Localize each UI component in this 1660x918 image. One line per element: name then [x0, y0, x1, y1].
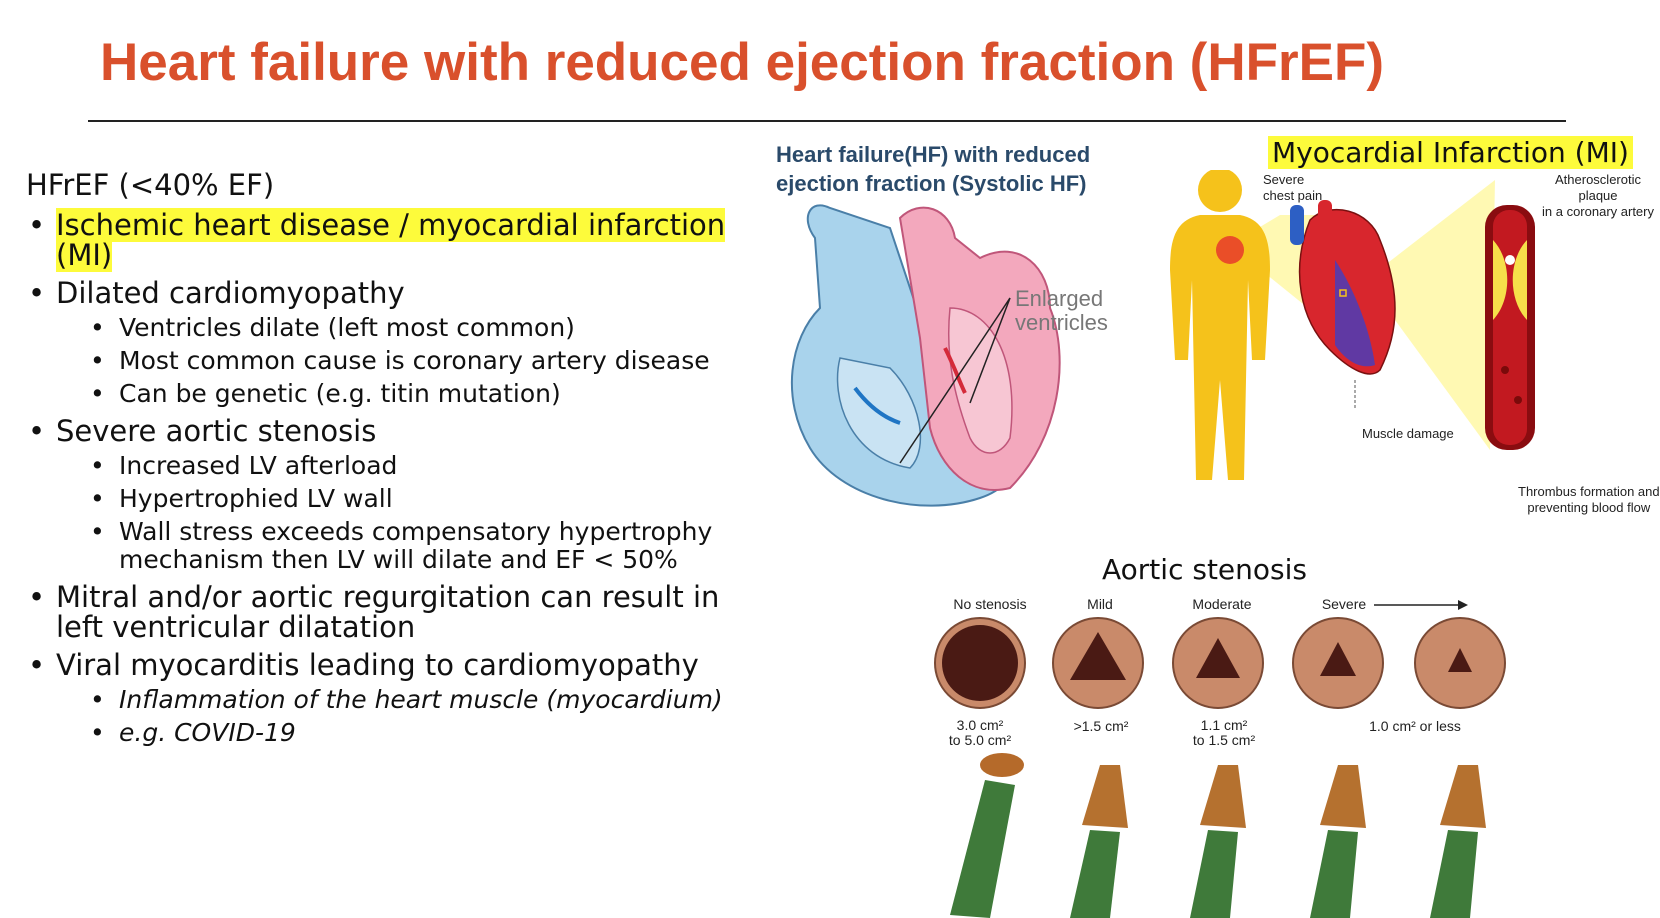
- enlarged-heart-illustration: [790, 204, 1061, 507]
- label-line: preventing blood flow: [1527, 500, 1651, 515]
- hf-title-line: ejection fraction (Systolic HF): [776, 171, 1087, 196]
- slide-title: Heart failure with reduced ejection frac…: [100, 33, 1384, 92]
- bullet-list: HFrEF (<40% EF) Ischemic heart disease /…: [26, 168, 746, 752]
- label-line: 1.1 cm²: [1200, 717, 1248, 733]
- sub-bullet: Ventricles dilate (left most common): [26, 314, 746, 343]
- sub-bullet: Hypertrophied LV wall: [26, 485, 746, 514]
- sub-bullet: Can be genetic (e.g. titin mutation): [26, 380, 746, 409]
- sub-bullet: e.g. COVID-19: [26, 719, 746, 748]
- arrow-right-icon: [1374, 600, 1468, 610]
- bullet-ischemic: Ischemic heart disease / myocardial infa…: [26, 208, 746, 272]
- label-line: ventricles: [1015, 310, 1108, 335]
- label-line: Thrombus formation and: [1518, 484, 1660, 499]
- bullet-viral-myocarditis: Viral myocarditis leading to cardiomyopa…: [26, 650, 746, 680]
- label-line: Enlarged: [1015, 286, 1104, 311]
- plaque-label: Atherosclerotic plaque in a coronary art…: [1536, 172, 1660, 220]
- stage-label: Severe: [1321, 596, 1367, 612]
- hf-figure-title: Heart failure(HF) with reduced ejection …: [776, 140, 1090, 198]
- area-label: 1.0 cm² or less: [1369, 718, 1461, 734]
- sub-bullet: Most common cause is coronary artery dis…: [26, 347, 746, 376]
- label-line: chest pain: [1263, 188, 1323, 203]
- stage-label: No stenosis: [953, 596, 1027, 612]
- label-line: in a coronary artery: [1542, 204, 1654, 219]
- hf-title-line: Heart failure(HF) with reduced: [776, 142, 1091, 167]
- sub-bullet: Wall stress exceeds compensatory hypertr…: [26, 518, 746, 574]
- bullet-aortic-stenosis: Severe aortic stenosis: [26, 416, 746, 446]
- area-label: >1.5 cm²: [1073, 718, 1129, 734]
- muscle-damage-label: Muscle damage: [1362, 426, 1454, 441]
- enlarged-ventricles-label: Enlarged ventricles: [1015, 287, 1108, 335]
- label-line: to 1.5 cm²: [1192, 732, 1256, 748]
- stage-label: Moderate: [1192, 596, 1252, 612]
- title-divider: [88, 120, 1566, 122]
- list-heading: HFrEF (<40% EF): [26, 168, 275, 202]
- highlighted-text: Ischemic heart disease / myocardial infa…: [56, 208, 726, 272]
- bullet-dilated-cardiomyopathy: Dilated cardiomyopathy: [26, 278, 746, 308]
- aortic-stenosis-title: Aortic stenosis: [1102, 553, 1307, 586]
- sub-bullet: Increased LV afterload: [26, 452, 746, 481]
- area-label: 3.0 cm² to 5.0 cm²: [940, 718, 1020, 748]
- stage-label: Mild: [1087, 596, 1113, 612]
- label-line: to 5.0 cm²: [948, 732, 1012, 748]
- label-line: Severe: [1263, 172, 1305, 187]
- valve-stenosis-illustration: [934, 617, 1506, 918]
- myocardial-infarction-illustration: [1170, 170, 1535, 480]
- area-label: 1.1 cm² to 1.5 cm²: [1184, 718, 1264, 748]
- sub-bullet: Inflammation of the heart muscle (myocar…: [26, 686, 746, 715]
- chest-pain-label: Severe chest pain: [1263, 172, 1322, 204]
- mi-figure-title: Myocardial Infarction (MI): [1268, 136, 1633, 169]
- bullet-regurgitation: Mitral and/or aortic regurgitation can r…: [26, 582, 746, 642]
- label-line: Atherosclerotic plaque: [1555, 172, 1641, 203]
- label-line: 3.0 cm²: [956, 717, 1004, 733]
- thrombus-label: Thrombus formation and preventing blood …: [1518, 484, 1660, 516]
